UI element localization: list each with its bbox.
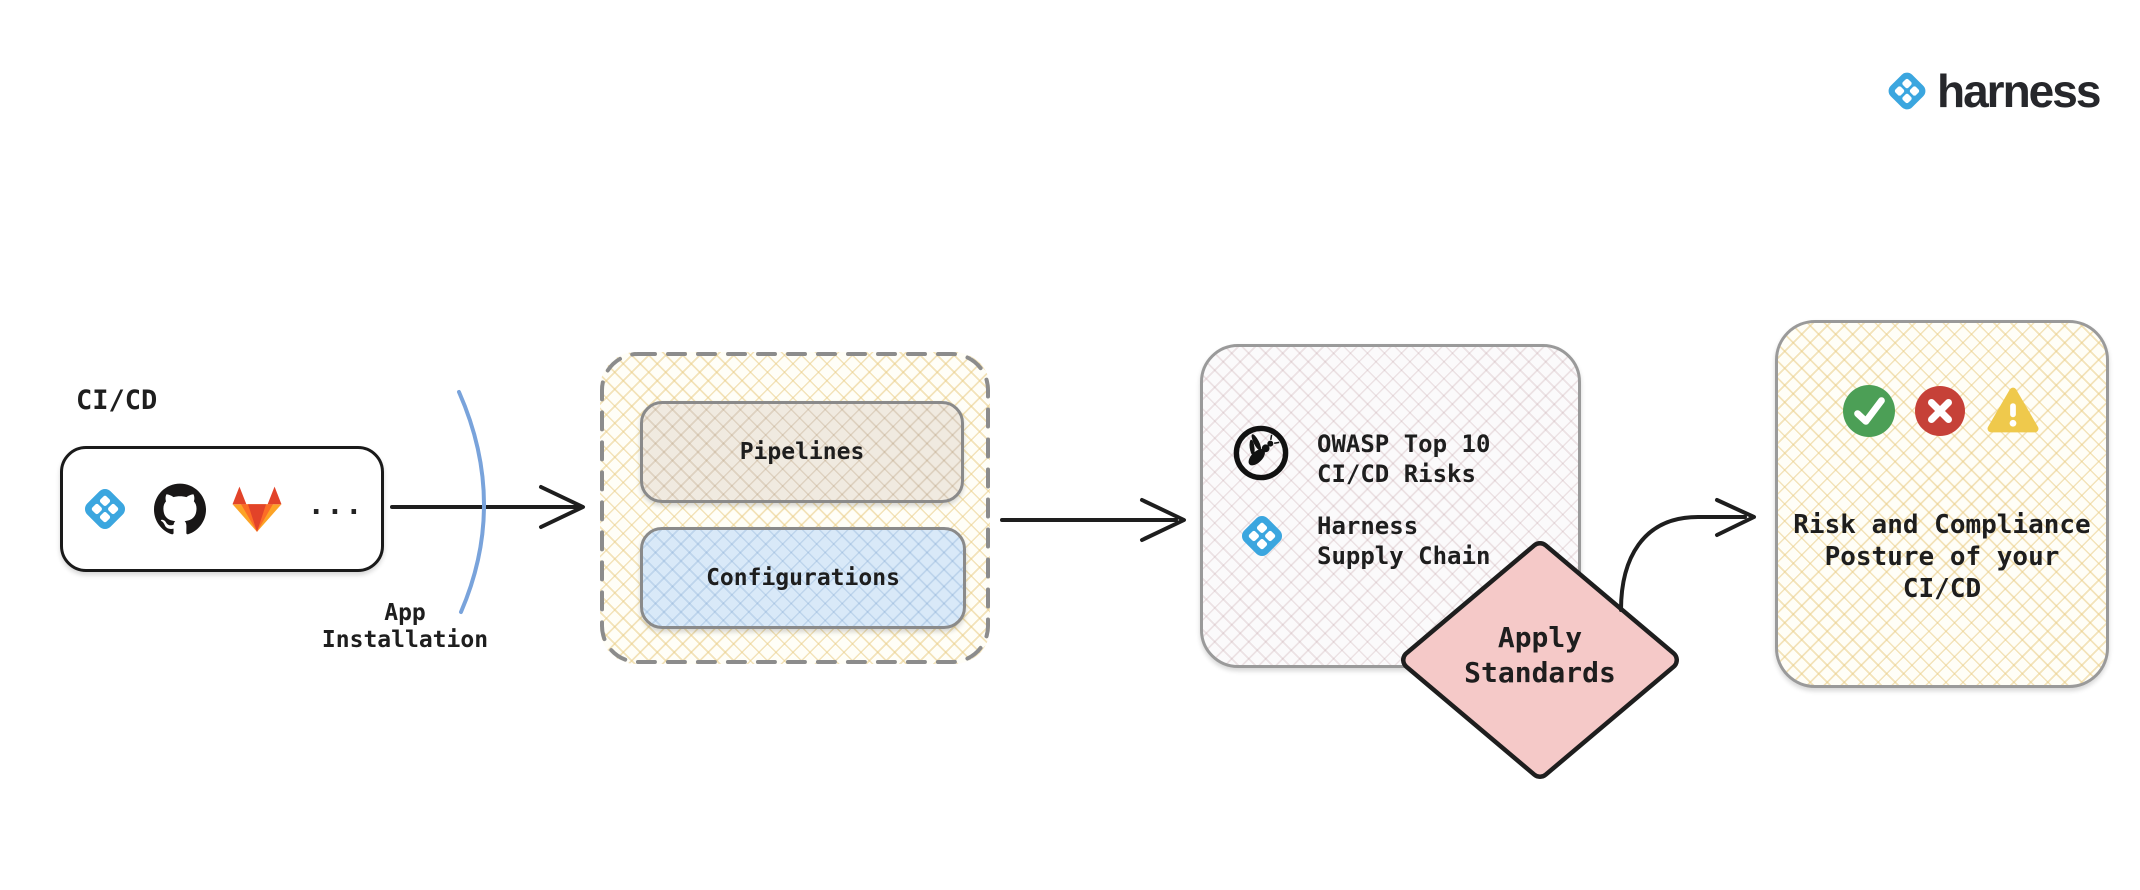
result-box: Risk and Compliance Posture of your CI/C… — [1775, 320, 2109, 688]
pipelines-label: Pipelines — [739, 439, 865, 465]
result-caption-line3: CI/CD — [1902, 574, 1982, 604]
app-installation-line1: App — [384, 600, 426, 626]
owasp-label-line2: CI/CD Risks — [1317, 460, 1476, 488]
result-caption-line1: Risk and Compliance — [1793, 510, 2091, 540]
app-installation-caption: App Installation — [295, 600, 515, 654]
harness-wordmark: harness — [1937, 65, 2101, 117]
apply-standards-line1: Apply — [1497, 621, 1583, 654]
owasp-icon — [1231, 423, 1291, 483]
cross-icon — [1915, 386, 1965, 436]
warning-icon — [1985, 385, 2041, 437]
arrow-container-to-standards — [1000, 498, 1186, 542]
arrow-diamond-to-result — [1619, 498, 1756, 612]
result-caption-line2: Posture of your — [1824, 542, 2060, 572]
pipelines-box: Pipelines — [640, 401, 964, 503]
harness-label-line1: Harness — [1317, 512, 1419, 540]
standards-box: OWASP Top 10 CI/CD Risks Harness Supply … — [1200, 344, 1581, 668]
arrow-source-to-container — [390, 485, 585, 529]
harness-supply-chain-label: Harness Supply Chain — [1317, 511, 1490, 571]
harness-label-line2: Supply Chain — [1317, 542, 1491, 570]
owasp-row: OWASP Top 10 CI/CD Risks — [1231, 423, 1490, 489]
owasp-label-line1: OWASP Top 10 — [1317, 430, 1491, 458]
configurations-label: Configurations — [706, 565, 900, 591]
configurations-box: Configurations — [640, 527, 966, 629]
result-caption: Risk and Compliance Posture of your CI/C… — [1778, 509, 2106, 605]
harness-icon — [80, 484, 130, 534]
owasp-label: OWASP Top 10 CI/CD Risks — [1317, 423, 1490, 489]
gitlab-icon — [230, 484, 284, 534]
app-installation-line2: Installation — [321, 627, 489, 653]
check-icon — [1843, 385, 1895, 437]
apply-standards-label: Apply Standards — [1420, 620, 1660, 690]
ellipsis-label: ... — [307, 488, 365, 521]
pipeline-config-container: Pipelines Configurations — [600, 352, 990, 664]
cicd-source-box: ... — [60, 446, 384, 572]
harness-supply-chain-row: Harness Supply Chain — [1237, 511, 1490, 571]
cicd-label: CI/CD — [76, 385, 158, 416]
github-icon — [154, 483, 206, 535]
result-status-icons — [1778, 385, 2106, 437]
app-installation-arc — [457, 390, 486, 614]
apply-standards-line2: Standards — [1464, 656, 1616, 689]
harness-icon — [1237, 511, 1287, 561]
harness-brand: harness — [1884, 65, 2101, 117]
harness-logo-icon — [1884, 68, 1930, 114]
